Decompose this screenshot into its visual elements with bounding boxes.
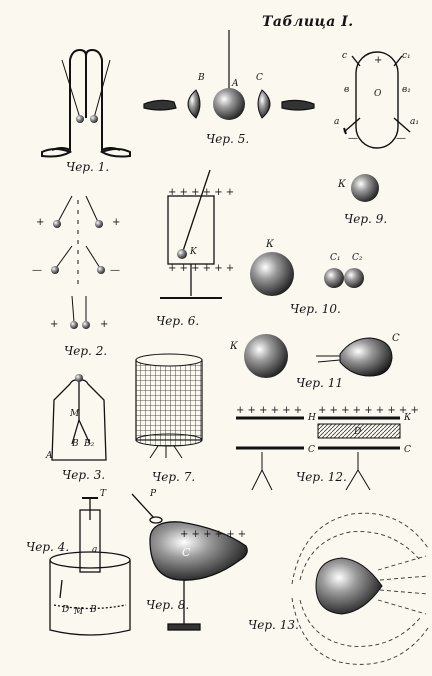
- caption-fig2: Чер. 2.: [64, 344, 108, 358]
- fig9-sphere: [351, 174, 379, 202]
- fig2-sign-3: —: [32, 265, 42, 276]
- caption-fig6: Чер. 6.: [156, 314, 200, 328]
- label-a: A: [232, 79, 239, 89]
- caption-fig1: Чер. 1.: [66, 160, 110, 174]
- label-c-sym: c: [342, 51, 348, 61]
- fig2-sign-6: +: [100, 319, 109, 330]
- caption-fig9: Чер. 9.: [344, 212, 388, 226]
- fig6-plus-bottom: + + + + + +: [168, 263, 235, 274]
- label-k-fig10: К: [266, 239, 274, 250]
- label-k-fig11: К: [230, 341, 238, 352]
- fig2-sign-1: +: [36, 217, 45, 228]
- label-b: B: [198, 73, 205, 83]
- label-m: M: [70, 409, 80, 419]
- label-k-fig9: К: [338, 179, 346, 190]
- caption-fig3: Чер. 3.: [62, 468, 106, 482]
- caption-fig13: Чер. 13.: [248, 618, 299, 632]
- caption-fig5: Чер. 5.: [206, 132, 250, 146]
- fig8-pear-conductor: [131, 493, 248, 631]
- label-m-low: M: [74, 607, 84, 617]
- fig1-stands: [41, 48, 131, 158]
- fig8-plus-row: + + + + + +: [180, 529, 247, 540]
- caption-fig7: Чер. 7.: [152, 470, 196, 484]
- label-c-fig11: C: [392, 333, 400, 344]
- caption-fig12: Чер. 12.: [296, 470, 347, 484]
- fig13-conductor: [315, 557, 383, 615]
- fig10-small-sphere-2: [344, 268, 364, 288]
- label-a1-sym: a₁: [410, 117, 419, 127]
- label-c1-sym: c₁: [402, 51, 411, 61]
- fig10-large-sphere: [250, 252, 294, 296]
- fig3-electroscope: [51, 379, 107, 461]
- label-b-low: B: [72, 439, 79, 449]
- label-d-plate: D: [354, 427, 362, 437]
- label-c: C: [256, 73, 263, 83]
- fig11-pear: [339, 337, 393, 377]
- label-t: T: [100, 489, 107, 499]
- fig10-small-sphere-1: [324, 268, 344, 288]
- fig6-cage: [160, 169, 222, 299]
- label-b-sym: в: [344, 85, 350, 95]
- fig2-sign-4: —: [110, 265, 120, 276]
- fig5-spheres: [143, 30, 315, 111]
- label-c-fig8: C: [182, 546, 191, 559]
- label-a-rod: a: [92, 545, 98, 555]
- label-a-low: A: [46, 451, 53, 461]
- fig11-sphere: [244, 334, 288, 378]
- cylinder-minus-left: —: [348, 133, 358, 144]
- label-d: D: [62, 605, 70, 615]
- label-k-fig12: К: [404, 413, 411, 423]
- fig2-pith-balls: [55, 195, 101, 323]
- fig1-ball-right: [90, 115, 98, 123]
- caption-fig4: Чер. 4.: [26, 540, 70, 554]
- fig-cylinder: [343, 51, 411, 149]
- fig12-plus-row-left: + + + + + +: [236, 405, 303, 416]
- label-a-sym: a: [334, 117, 340, 127]
- label-c-left-plate: C: [308, 445, 315, 455]
- cylinder-plus-top: +: [374, 55, 383, 66]
- fig12-plus-row-right: + + + + + + + + +: [318, 405, 419, 416]
- label-p: P: [150, 489, 157, 499]
- label-b2-low: B₂: [84, 439, 95, 449]
- cylinder-minus-right: —: [396, 133, 406, 144]
- fig1-ball-left: [76, 115, 84, 123]
- caption-fig8: Чер. 8.: [146, 598, 190, 612]
- label-b-low2: B: [90, 605, 97, 615]
- label-c2-fig10: C₂: [352, 253, 363, 263]
- fig4-vessel: [49, 497, 131, 636]
- fig2-sign-2: +: [112, 217, 121, 228]
- caption-fig11: Чер. 11: [296, 376, 343, 390]
- label-b1-sym: в₁: [402, 85, 411, 95]
- label-c1-fig10: C₁: [330, 253, 341, 263]
- fig6-plus-row: + + + + + +: [168, 187, 235, 198]
- fig12-plates: [236, 416, 401, 491]
- label-h-left: H: [308, 413, 316, 423]
- fig2-sign-5: +: [50, 319, 59, 330]
- label-o: O: [374, 89, 382, 99]
- label-k-fig6: K: [190, 247, 197, 257]
- fig13-field-lines: [291, 512, 429, 665]
- fig7-mesh-cylinder: [135, 353, 203, 459]
- label-c-right-plate: C: [404, 445, 411, 455]
- plate-title: Таблица I.: [262, 14, 354, 30]
- caption-fig10: Чер. 10.: [290, 302, 341, 316]
